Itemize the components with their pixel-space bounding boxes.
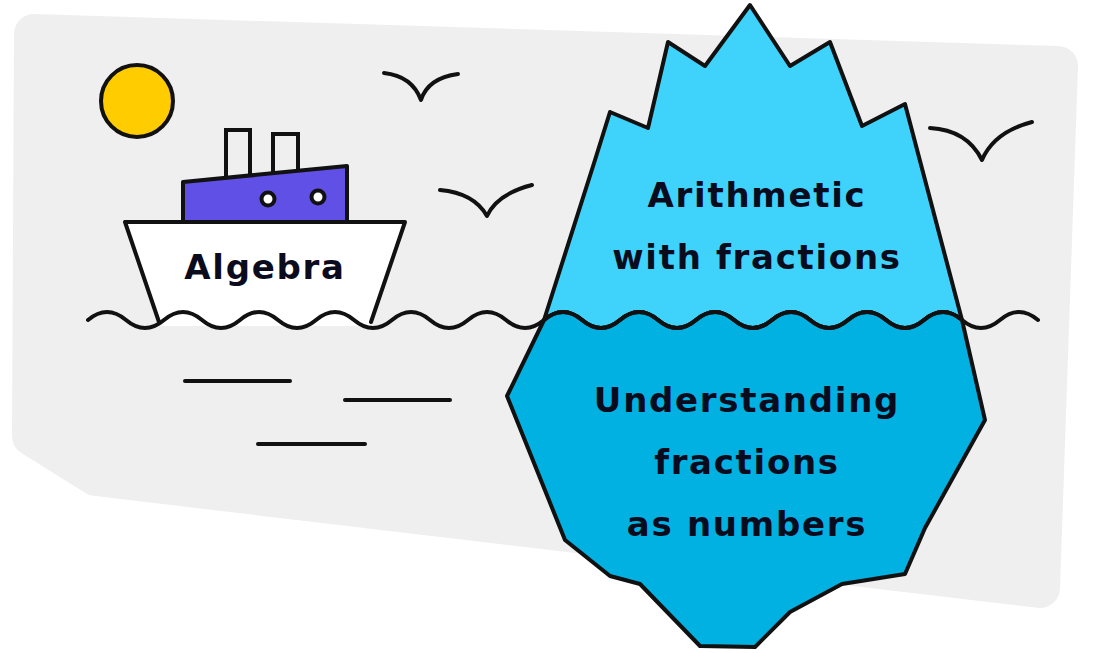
node-label: Arithmetic with fractions: [604, 164, 910, 288]
bird: [440, 185, 532, 216]
ship-cabin: [183, 166, 347, 222]
porthole: [262, 193, 275, 206]
node-label: Algebra: [183, 236, 346, 298]
bird: [384, 73, 458, 100]
hull-outline: [125, 222, 405, 322]
iceberg-tip-outline: [536, 0, 968, 330]
iceberg-tip-shape: [544, 5, 962, 328]
ship-hull: Algebra: [120, 200, 410, 330]
iceberg-tip: Arithmetic with fractions: [536, 0, 968, 330]
water-dash: [258, 442, 365, 446]
water-dash: [345, 398, 450, 402]
hull-fill: [125, 222, 405, 326]
porthole: [312, 191, 325, 204]
bird: [930, 122, 1032, 160]
wave-line: [88, 312, 1038, 328]
wrap-spacer: [869, 369, 902, 555]
iceberg-base-shape: [507, 312, 985, 647]
water-dash: [185, 379, 290, 383]
wrap-spacer: [593, 369, 626, 555]
sun: [101, 65, 173, 137]
iceberg-base: Understanding fractions as numbers: [500, 305, 992, 653]
node-label: Understanding fractions as numbers: [593, 369, 901, 555]
